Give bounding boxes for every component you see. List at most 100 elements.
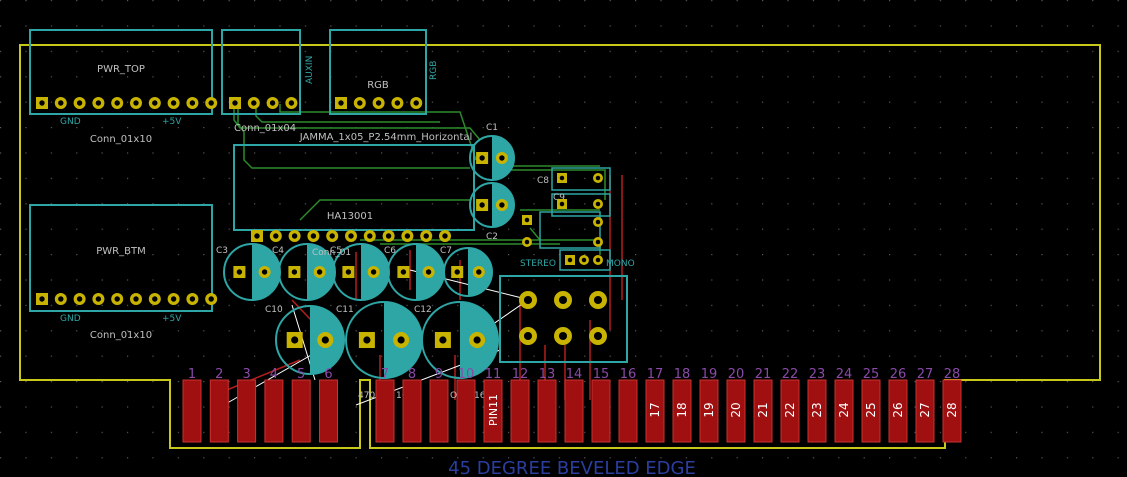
capacitor-c11-pad-2 — [393, 332, 410, 348]
stereo-switch: STEREO MONO — [520, 249, 635, 271]
edge-pad-label-22: 22 — [783, 402, 797, 417]
edge-number-1: 1 — [188, 367, 196, 382]
rgb-name: RGB — [367, 80, 389, 91]
capacitor-c5-pad-1 — [342, 266, 355, 278]
jack-pad-2 — [554, 291, 572, 309]
value-2: 16 — [396, 391, 408, 401]
small-pad-3 — [557, 199, 567, 209]
pwr-btm-value: Conn_01x10 — [90, 330, 152, 341]
small-pad-2 — [593, 173, 603, 183]
edge-pad-3: 3 — [237, 367, 257, 443]
c8-label: C8 — [537, 176, 549, 186]
edge-number-19: 19 — [701, 367, 718, 382]
edge-number-28: 28 — [944, 367, 961, 382]
capacitor-c6-label: C6 — [384, 246, 396, 256]
edge-pad-4: 4 — [264, 367, 284, 443]
switch-pad-1 — [565, 255, 575, 265]
jamma-value: JAMMA_1x05_P2.54mm_Horizontal — [299, 132, 473, 143]
capacitor-c7-label: C7 — [440, 246, 452, 256]
edge-pad-15: 15 — [591, 367, 611, 443]
edge-number-26: 26 — [890, 367, 907, 382]
jack-pad-3 — [589, 291, 607, 309]
capacitor-c11-pad-1 — [358, 332, 375, 348]
rgb-pads-pad-5 — [410, 97, 423, 109]
pwr-top-pads-pad-1 — [36, 97, 48, 109]
small-pad-7 — [593, 217, 603, 227]
capacitor-c5-pad-2 — [367, 266, 380, 278]
edge-pad-7: 7 — [375, 367, 395, 443]
edge-pad-label-18: 18 — [675, 402, 689, 417]
value-3: Ou — [450, 391, 463, 401]
capacitor-c10: C10 — [265, 305, 345, 375]
capacitor-c4-pad-2 — [313, 266, 326, 278]
edge-pad-13: 13 — [537, 367, 557, 443]
rgb-side-label: RGB — [429, 61, 439, 80]
capacitor-c4: C4 — [272, 243, 336, 301]
edge-pad-label-27: 27 — [918, 402, 932, 417]
jack-pad-5 — [554, 327, 572, 345]
edge-pad-14: 14 — [564, 367, 584, 443]
edge-number-11: 11 — [485, 367, 502, 382]
switch-pad-3 — [593, 255, 603, 265]
pwr-top-plus5: +5V — [162, 117, 182, 127]
amp-pads-pad-7 — [363, 230, 376, 242]
amp-pads-pad-8 — [382, 230, 395, 242]
amp-pads-pad-2 — [269, 230, 282, 242]
capacitor-c2-pad-1 — [476, 199, 489, 211]
edge-pad-label-28: 28 — [945, 402, 959, 417]
pwr-btm-pads-pad-1 — [36, 293, 48, 305]
capacitor-c6-pad-2 — [422, 266, 435, 278]
edge-pad-label-21: 21 — [756, 402, 770, 417]
edge-pad-label-26: 26 — [891, 402, 905, 417]
edge-pad-21: 21 21 — [753, 367, 773, 443]
auxin-pads-pad-4 — [285, 97, 298, 109]
edge-pad-label-20: 20 — [729, 402, 743, 417]
rgb-pads-pad-3 — [372, 97, 385, 109]
capacitor-c3: C3 — [216, 243, 281, 301]
capacitor-c2-label: C2 — [486, 232, 498, 242]
edge-pad-1: 1 — [182, 367, 202, 443]
capacitor-c1: C1 — [469, 123, 515, 181]
edge-number-17: 17 — [647, 367, 664, 382]
capacitor-c3-pad-1 — [233, 266, 246, 278]
rgb-pads-pad-1 — [335, 97, 347, 109]
c8-c9-block: C8 C9 — [522, 167, 611, 249]
pwr-btm-pads-pad-5 — [111, 293, 124, 305]
amp-block: JAMMA_1x05_P2.54mm_Horizontal HA13001 — [233, 132, 475, 242]
capacitor-c5-label: C5 — [330, 246, 342, 256]
amp-pads-pad-6 — [345, 230, 357, 242]
edge-pad-28: 28 28 — [942, 367, 962, 443]
switch-pad-2 — [579, 255, 589, 265]
capacitor-c4-label: C4 — [272, 246, 284, 256]
edge-number-3: 3 — [242, 367, 250, 382]
amp-pads-pad-4 — [307, 230, 320, 242]
capacitor-c12: C12 — [414, 301, 499, 379]
stereo-label: STEREO — [520, 259, 556, 269]
pwr-top-name: PWR_TOP — [97, 64, 145, 75]
edge-number-12: 12 — [512, 367, 529, 382]
capacitor-c7-pad-1 — [451, 266, 464, 278]
jack-block — [499, 275, 628, 363]
pwr-top-pads-pad-10 — [205, 97, 218, 109]
pwr-btm-pads-pad-7 — [148, 293, 161, 305]
auxin-connector: AUXIN Conn_01x04 — [221, 29, 315, 134]
capacitor-c1-pad-1 — [476, 152, 489, 164]
pwr-btm-pads-pad-10 — [205, 293, 218, 305]
edge-number-24: 24 — [836, 367, 853, 382]
capacitor-c1-label: C1 — [486, 123, 498, 133]
capacitor-c3-label: C3 — [216, 246, 228, 256]
pwr-top-value: Conn_01x10 — [90, 134, 152, 145]
pwr-top-pads-pad-9 — [186, 97, 199, 109]
capacitor-c7: C7 — [440, 246, 493, 297]
amp-pads-pad-3 — [288, 230, 301, 242]
pwr-btm-pads-pad-8 — [167, 293, 180, 305]
edge-number-14: 14 — [566, 367, 583, 382]
rgb-connector: RGB RGB — [329, 29, 439, 115]
edge-number-21: 21 — [755, 367, 772, 382]
edge-pad-9: 9 — [429, 367, 449, 443]
edge-pad-label-25: 25 — [864, 402, 878, 417]
